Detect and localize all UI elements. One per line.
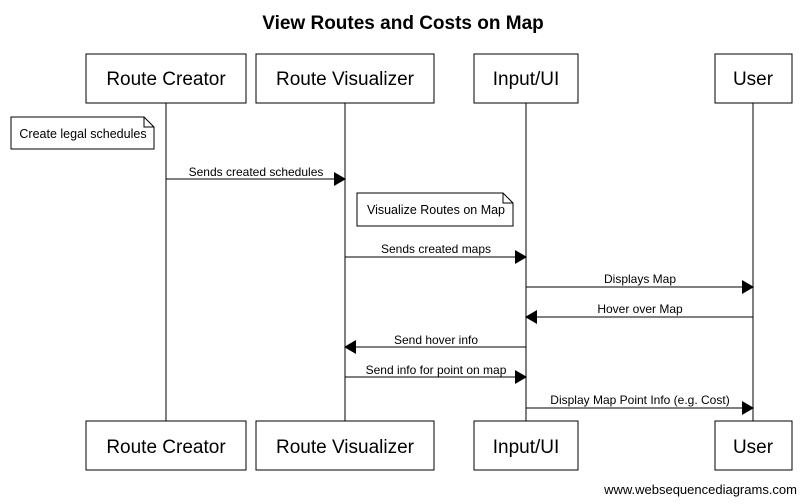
message-label: Hover over Map [597,302,683,316]
actor-box-user-bottom: User [714,420,793,471]
actor-label: Route Creator [106,437,226,458]
note-text: Create legal schedules [19,127,146,141]
message-label: Displays Map [604,272,676,286]
footer-watermark: www.websequencediagrams.com [603,482,797,497]
actor-label: Route Creator [106,69,226,90]
actor-label: Input/UI [493,69,560,90]
message-label: Display Map Point Info (e.g. Cost) [550,393,729,407]
actor-box-input-ui-top: Input/UI [473,53,579,104]
message-label: Send hover info [394,333,478,347]
actor-box-input-ui-bottom: Input/UI [473,420,579,471]
note-visualize-routes-on-map: Visualize Routes on Map [356,192,514,227]
actor-box-route-creator-top: Route Creator [85,53,247,104]
actor-label: Route Visualizer [276,69,415,90]
actor-label: User [733,69,774,90]
message-sends-created-maps: Sends created maps [345,242,527,264]
message-label: Send info for point on map [366,363,507,377]
actor-label: Route Visualizer [276,437,415,458]
actor-label: User [733,437,774,458]
message-displays-map: Displays Map [526,272,754,294]
actor-label: Input/UI [493,437,560,458]
message-sends-created-schedules: Sends created schedules [166,165,346,186]
actor-box-user-top: User [714,53,793,104]
actor-box-route-visualizer-bottom: Route Visualizer [255,420,435,471]
message-label: Sends created maps [381,242,491,256]
message-display-map-point-info: Display Map Point Info (e.g. Cost) [526,393,754,415]
diagram-title: View Routes and Costs on Map [262,13,544,34]
message-label: Sends created schedules [189,165,324,179]
actor-box-route-creator-bottom: Route Creator [85,420,247,471]
message-send-info-for-point: Send info for point on map [345,363,527,384]
message-hover-over-map: Hover over Map [525,302,753,324]
message-send-hover-info: Send hover info [344,333,526,354]
note-text: Visualize Routes on Map [367,203,505,217]
actor-box-route-visualizer-top: Route Visualizer [255,53,435,104]
note-create-legal-schedules: Create legal schedules [10,116,155,150]
